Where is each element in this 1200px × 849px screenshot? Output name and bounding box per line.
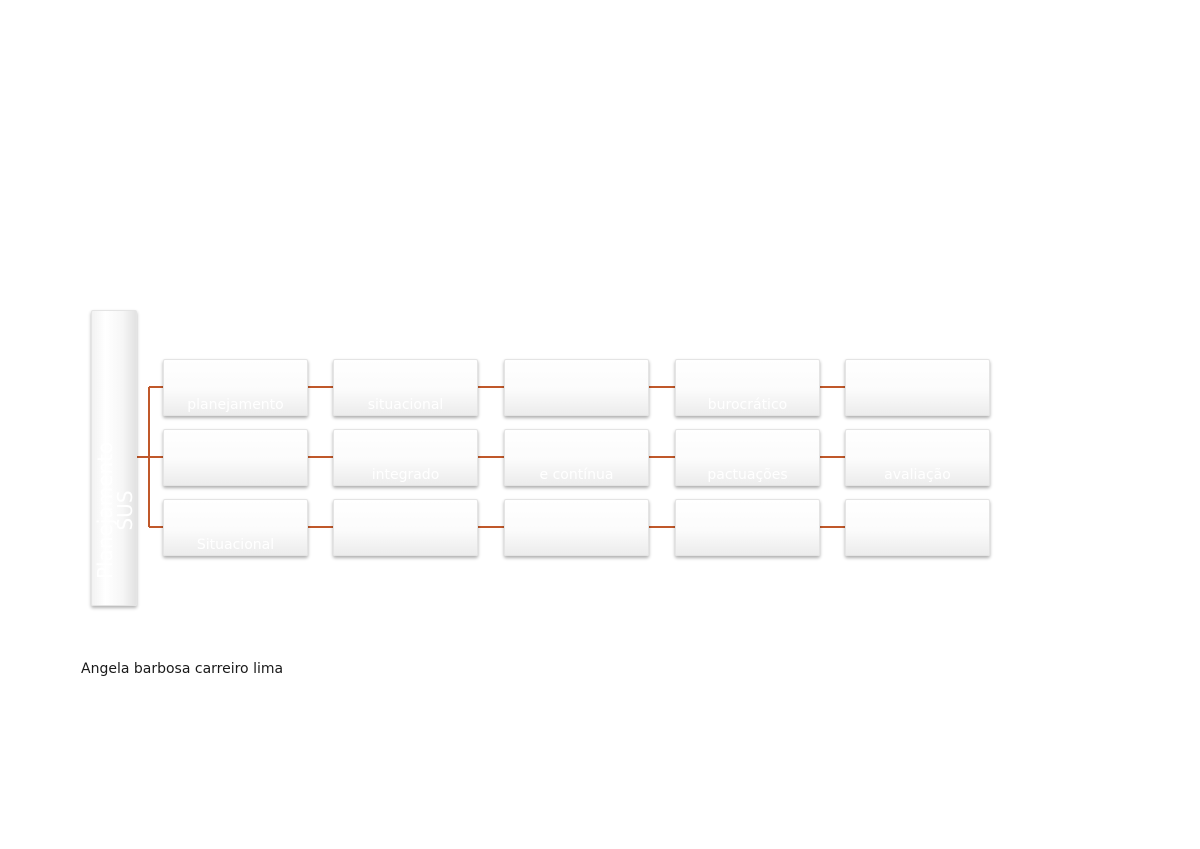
node-row-2-col-4: pactuações <box>675 429 820 486</box>
node-label: burocrático <box>707 397 788 413</box>
root-node-label: Planejamento SUS <box>93 441 137 579</box>
node-row-2-col-1 <box>163 429 308 486</box>
node-label: planejamento <box>187 397 284 413</box>
author-caption: Angela barbosa carreiro lima <box>81 661 284 677</box>
node-row-2-col-2: integrado <box>333 429 478 486</box>
node-row-3-col-5 <box>845 499 990 556</box>
node-row-1-col-5 <box>845 359 990 416</box>
node-label: Situacional <box>196 537 275 553</box>
root-node-line-2: SUS <box>113 490 137 531</box>
node-label: e contínua <box>539 467 614 483</box>
root-node-line-1: Planejamento <box>93 441 117 579</box>
node-label: pactuações <box>707 467 788 483</box>
node-row-3-col-4 <box>675 499 820 556</box>
node-row-3-col-3 <box>504 499 649 556</box>
node-row-1-col-2: situacional <box>333 359 478 416</box>
node-row-2-col-3: e contínua <box>504 429 649 486</box>
node-label: avaliação <box>884 467 951 483</box>
node-row-1-col-3 <box>504 359 649 416</box>
root-node: Planejamento SUS <box>91 310 137 606</box>
node-label: integrado <box>371 467 440 483</box>
node-row-3-col-2 <box>333 499 478 556</box>
node-row-3-col-1: Situacional <box>163 499 308 556</box>
node-row-2-col-5: avaliação <box>845 429 990 486</box>
node-row-1-col-4: burocrático <box>675 359 820 416</box>
node-row-1-col-1: planejamento <box>163 359 308 416</box>
node-label: situacional <box>367 397 444 413</box>
